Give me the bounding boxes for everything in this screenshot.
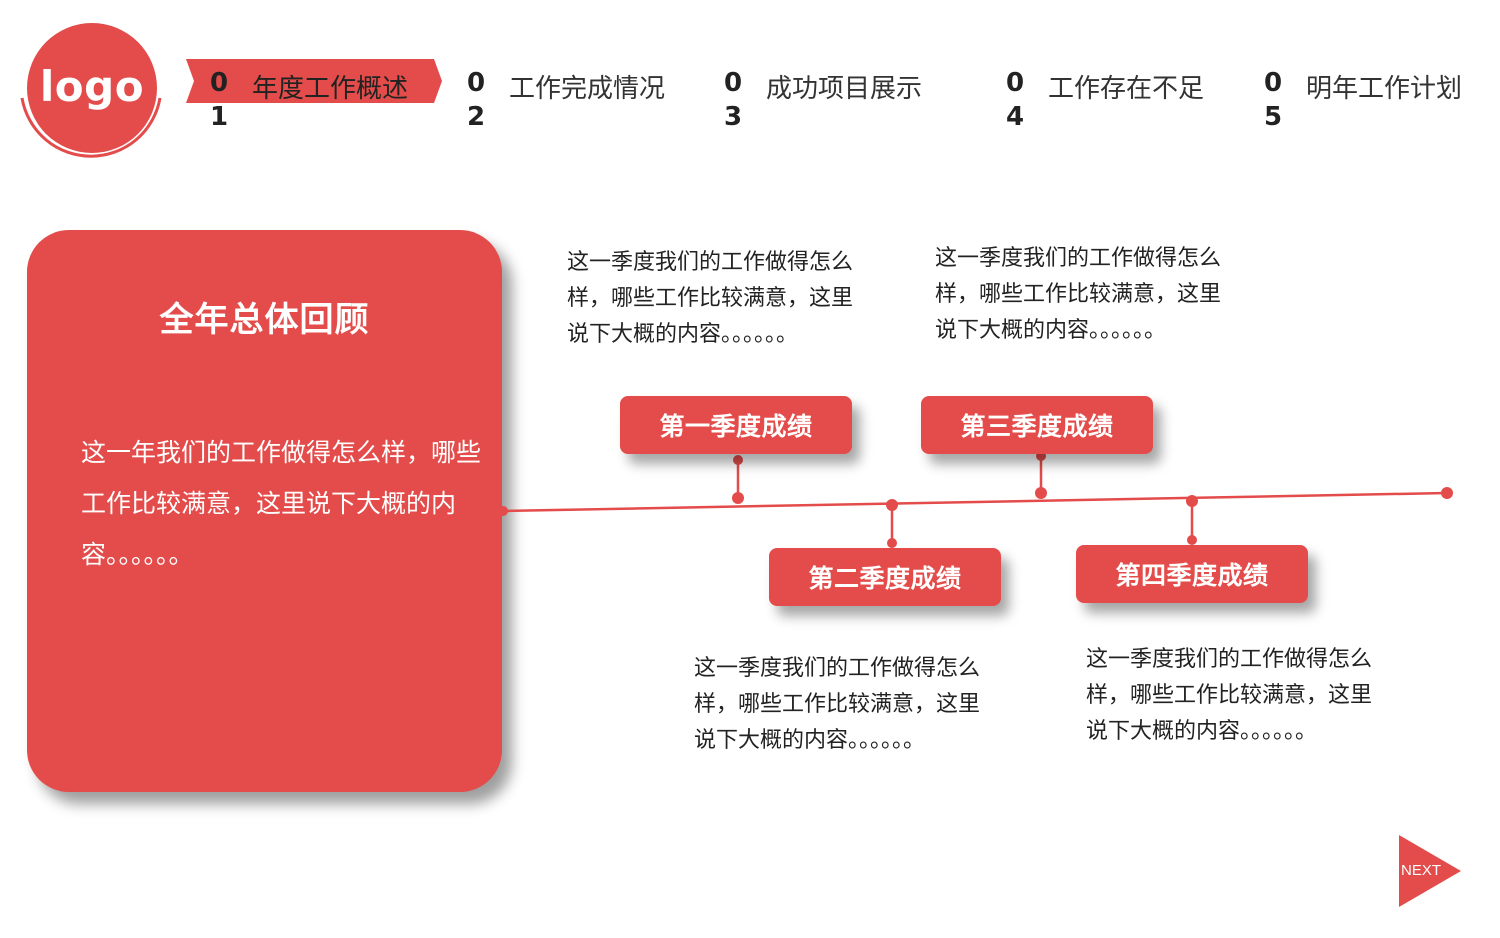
logo-circle: logo (27, 23, 157, 153)
nav-item-01[interactable]: 01 年度工作概述 (210, 66, 408, 134)
nav-item-02[interactable]: 02 工作完成情况 (467, 66, 665, 134)
q3-badge: 第三季度成绩 (921, 396, 1153, 454)
q3-description: 这一季度我们的工作做得怎么样，哪些工作比较满意，这里说下大概的内容。。。。。。 (935, 246, 1222, 343)
annual-review-card: 全年总体回顾 这一年我们的工作做得怎么样，哪些工作比较满意，这里说下大概的内容。… (27, 230, 502, 792)
nav-label: 工作完成情况 (509, 74, 666, 104)
nav-number: 02 (467, 68, 486, 132)
nav-label: 工作存在不足 (1048, 74, 1205, 104)
logo-text: logo (39, 61, 145, 111)
logo: logo (18, 22, 164, 162)
active-nav-ribbon (186, 59, 442, 103)
nav-label: 成功项目展示 (766, 74, 923, 104)
q4-description: 这一季度我们的工作做得怎么样，哪些工作比较满意，这里说下大概的内容。。。。。。 (1086, 647, 1373, 744)
logo-arc-icon (20, 97, 162, 158)
nav-number: 01 (210, 68, 229, 132)
nav-number: 04 (1006, 68, 1025, 132)
next-button[interactable]: NEXT (1398, 835, 1462, 907)
play-triangle-icon (1399, 835, 1461, 907)
nav-item-04[interactable]: 04 工作存在不足 (1006, 66, 1204, 134)
q2-badge: 第二季度成绩 (769, 548, 1001, 606)
q2-description: 这一季度我们的工作做得怎么样，哪些工作比较满意，这里说下大概的内容。。。。。。 (694, 656, 981, 753)
nav-number: 05 (1264, 68, 1283, 132)
q1-description: 这一季度我们的工作做得怎么样，哪些工作比较满意，这里说下大概的内容。。。。。。 (567, 250, 854, 347)
nav-item-05[interactable]: 05 明年工作计划 (1264, 66, 1462, 134)
nav-label: 明年工作计划 (1306, 74, 1463, 104)
nav-number: 03 (724, 68, 743, 132)
review-title: 全年总体回顾 (159, 300, 370, 340)
nav-label: 年度工作概述 (252, 74, 409, 104)
next-label: NEXT (1401, 862, 1442, 879)
q4-badge: 第四季度成绩 (1076, 545, 1308, 603)
review-body: 这一年我们的工作做得怎么样，哪些工作比较满意，这里说下大概的内容。。。。。。 (81, 438, 482, 569)
nav-item-03[interactable]: 03 成功项目展示 (724, 66, 922, 134)
q1-badge: 第一季度成绩 (620, 396, 852, 454)
